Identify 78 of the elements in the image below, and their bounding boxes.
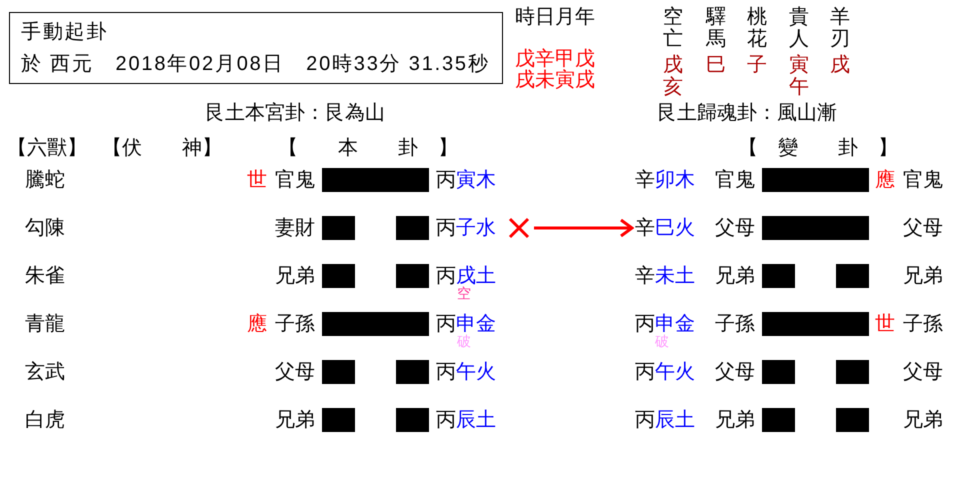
relation-name: 兄弟 (715, 408, 755, 432)
shensha-name: 貴人 (789, 6, 809, 50)
pillar-branches: 戌未寅戌 (515, 68, 595, 92)
beast-name: 朱雀 (25, 264, 65, 288)
status-note: 空 (457, 284, 471, 302)
branch-element-text: 辰土 (456, 408, 496, 432)
relation-name: 官鬼 (275, 168, 315, 192)
relation-name: 妻財 (275, 216, 315, 240)
relation-name: 子孫 (715, 312, 755, 336)
relation-name: 父母 (715, 360, 755, 384)
stem-text: 丙 (635, 312, 655, 336)
shensha-branch: 子 (747, 54, 767, 76)
column-heading: 【 變 卦 】 (738, 136, 898, 160)
world-response-mark: 世 (247, 168, 267, 192)
beast-name: 白虎 (25, 408, 65, 432)
title-text: 手動起卦 (21, 20, 108, 44)
relation-name: 兄弟 (903, 264, 943, 288)
shensha-branch: 戌亥 (663, 54, 683, 98)
stem-text: 丙 (436, 360, 456, 384)
stem-text: 丙 (635, 408, 655, 432)
relation-name: 父母 (275, 360, 315, 384)
stem-text: 辛 (635, 168, 655, 192)
column-heading: 【六獸】 (7, 136, 87, 160)
stem-text: 丙 (635, 360, 655, 384)
relation-name: 兄弟 (275, 264, 315, 288)
branch-element-text: 戌土 (456, 264, 496, 287)
beast-name: 騰蛇 (25, 168, 65, 192)
beast-name: 青龍 (25, 312, 65, 336)
shensha-branch: 戌 (830, 54, 850, 76)
pillar-stems: 戊辛甲戊 (515, 47, 595, 70)
shensha-name: 羊刃 (830, 6, 850, 50)
stem-text: 丙 (436, 168, 456, 192)
branch-element-text: 未土 (655, 264, 695, 288)
shensha-branch: 巳 (706, 54, 726, 76)
shensha-name: 桃花 (747, 6, 767, 50)
relation-name: 父母 (715, 216, 755, 240)
beast-name: 勾陳 (25, 216, 65, 240)
date-text: 於 西元 2018年02月08日 20時33分 31.35秒 (21, 52, 490, 76)
stem-text: 丙 (436, 216, 456, 240)
shensha-name: 空亡 (663, 6, 683, 50)
branch-element-text: 寅木 (456, 168, 496, 192)
relation-name: 子孫 (903, 312, 943, 336)
beast-name: 玄武 (25, 360, 65, 384)
world-response-mark: 世 (875, 312, 895, 336)
branch-element-text: 子水 (456, 216, 496, 240)
relation-name: 父母 (903, 216, 943, 240)
stem-text: 丙 (436, 264, 456, 288)
stem-text: 辛 (635, 264, 655, 288)
title-box (9, 12, 503, 84)
branch-element-text: 申金 (456, 312, 496, 335)
stem-text: 丙 (436, 408, 456, 432)
changed-line-text: 辛巳火 (635, 216, 695, 240)
relation-name: 官鬼 (903, 168, 943, 192)
column-heading: 【 本 卦 】 (278, 136, 458, 160)
cross-icon (509, 218, 529, 238)
status-note: 破 (655, 332, 669, 350)
relation-name: 官鬼 (715, 168, 755, 192)
hexagram-name: 艮土歸魂卦：風山漸 (657, 101, 837, 125)
branch-element-text: 申金 (655, 312, 695, 335)
stem-text: 丙 (436, 312, 456, 336)
column-heading: 【伏 神】 (102, 136, 222, 160)
shensha-branch: 寅午 (789, 54, 809, 98)
relation-name: 父母 (903, 360, 943, 384)
branch-element-text: 卯木 (655, 168, 695, 192)
branch-element-text: 午火 (456, 360, 496, 384)
branch-element-text: 午火 (655, 360, 695, 384)
relation-name: 兄弟 (275, 408, 315, 432)
hexagram-name: 艮土本宮卦：艮為山 (205, 101, 385, 125)
world-response-mark: 應 (247, 312, 267, 336)
relation-name: 兄弟 (715, 264, 755, 288)
relation-name: 兄弟 (903, 408, 943, 432)
shensha-name: 驛馬 (706, 6, 726, 50)
relation-name: 子孫 (275, 312, 315, 336)
status-note: 破 (457, 332, 471, 350)
pillar-heading: 時日月年 (515, 5, 595, 29)
arrow (534, 218, 634, 238)
world-response-mark: 應 (875, 168, 895, 192)
branch-element-text: 辰土 (655, 408, 695, 432)
